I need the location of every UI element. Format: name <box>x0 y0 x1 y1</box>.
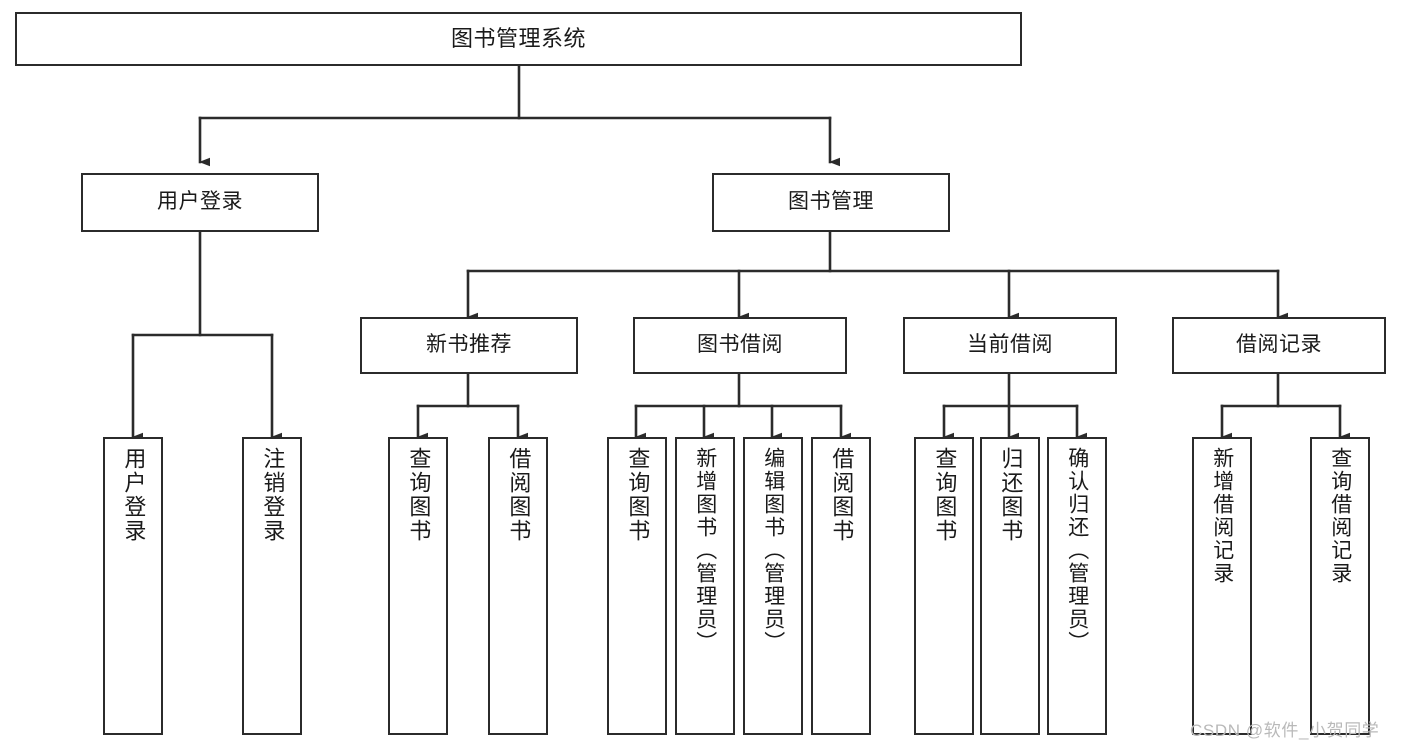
leaf-borrow-book[interactable]: 借阅图书 <box>811 437 871 735</box>
node-root-system[interactable]: 图书管理系统 <box>15 12 1022 66</box>
node-label: 借阅记录 <box>1236 333 1322 357</box>
node-current-borrow[interactable]: 当前借阅 <box>903 317 1117 374</box>
node-label: 当前借阅 <box>967 333 1053 357</box>
leaf-logout[interactable]: 注销登录 <box>242 437 302 735</box>
csdn-watermark: CSDN @软件_小贺同学 <box>1190 721 1380 740</box>
node-new-book-recommend[interactable]: 新书推荐 <box>360 317 578 374</box>
node-label: 编辑图书（管理员） <box>761 447 785 654</box>
leaf-return-book[interactable]: 归还图书 <box>980 437 1040 735</box>
node-label: 注销登录 <box>260 447 286 543</box>
leaf-add-book-admin[interactable]: 新增图书（管理员） <box>675 437 735 735</box>
node-label: 确认归还（管理员） <box>1065 447 1089 654</box>
leaf-query-borrow-record[interactable]: 查询借阅记录 <box>1310 437 1370 735</box>
leaf-edit-book-admin[interactable]: 编辑图书（管理员） <box>743 437 803 735</box>
node-label: 借阅图书 <box>506 447 532 543</box>
node-label: 新增图书（管理员） <box>693 447 717 654</box>
node-label: 查询图书 <box>625 447 651 543</box>
leaf-add-borrow-record[interactable]: 新增借阅记录 <box>1192 437 1252 735</box>
leaf-borrow-book-new[interactable]: 借阅图书 <box>488 437 548 735</box>
leaf-query-book-new[interactable]: 查询图书 <box>388 437 448 735</box>
leaf-confirm-return-admin[interactable]: 确认归还（管理员） <box>1047 437 1107 735</box>
node-label: 用户登录 <box>121 447 147 543</box>
node-label: 图书借阅 <box>697 333 783 357</box>
leaf-query-book-borrow[interactable]: 查询图书 <box>607 437 667 735</box>
node-label: 查询图书 <box>932 447 958 543</box>
node-book-borrow[interactable]: 图书借阅 <box>633 317 847 374</box>
node-label: 查询图书 <box>406 447 432 543</box>
node-borrow-records[interactable]: 借阅记录 <box>1172 317 1386 374</box>
node-label: 查询借阅记录 <box>1328 447 1352 585</box>
leaf-user-login[interactable]: 用户登录 <box>103 437 163 735</box>
node-label: 新书推荐 <box>426 333 512 357</box>
node-label: 新增借阅记录 <box>1210 447 1234 585</box>
node-label: 图书管理系统 <box>450 26 586 52</box>
leaf-query-book-current[interactable]: 查询图书 <box>914 437 974 735</box>
node-book-management[interactable]: 图书管理 <box>712 173 950 232</box>
node-user-login[interactable]: 用户登录 <box>81 173 319 232</box>
node-label: 归还图书 <box>998 447 1024 543</box>
node-label: 借阅图书 <box>829 447 855 543</box>
node-label: 图书管理 <box>788 190 874 214</box>
node-label: 用户登录 <box>157 190 243 214</box>
